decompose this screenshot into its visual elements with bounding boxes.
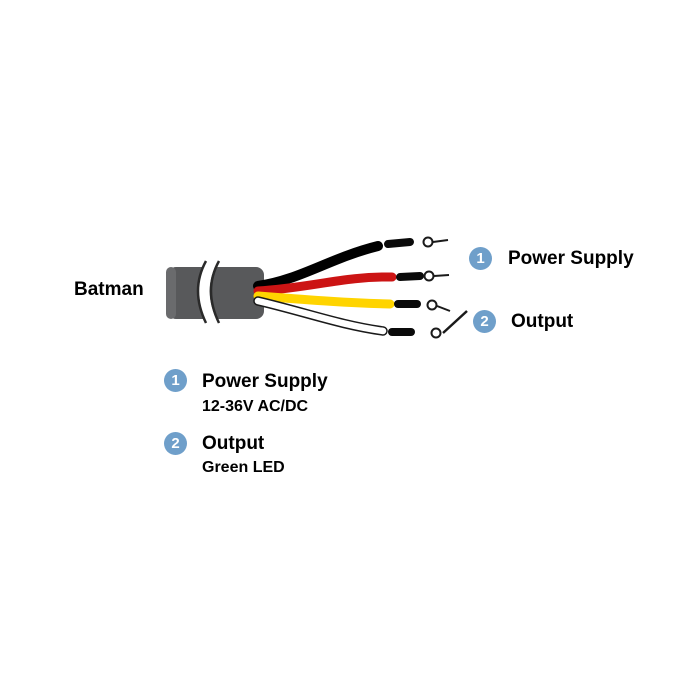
cable-body bbox=[166, 267, 264, 319]
legend-power-supply-subtitle: 12-36V AC/DC bbox=[202, 398, 309, 415]
power-supply-callout-label: Power Supply bbox=[508, 248, 634, 269]
legend-output-title: Output bbox=[202, 433, 265, 454]
legend-output-subtitle: Green LED bbox=[202, 459, 285, 476]
red-wire bbox=[253, 272, 424, 296]
output-callout-badge: 2 bbox=[473, 310, 496, 333]
yellow-wire bbox=[253, 291, 421, 309]
cable-break-icon bbox=[196, 258, 221, 326]
legend-power-supply-badge: 1 bbox=[164, 369, 187, 392]
black-wire bbox=[253, 238, 414, 291]
red-wire-tip bbox=[396, 272, 424, 281]
legend-power-supply-title: Power Supply bbox=[202, 371, 328, 392]
power-terminal-1-icon bbox=[422, 236, 449, 248]
power-supply-callout-badge: 1 bbox=[469, 247, 492, 270]
legend-output-badge: 2 bbox=[164, 432, 187, 455]
output-switch-icon bbox=[426, 299, 468, 339]
black-wire-tip bbox=[384, 238, 414, 248]
output-callout-label: Output bbox=[511, 311, 574, 332]
cable-label: Batman bbox=[74, 279, 144, 300]
white-wire bbox=[253, 296, 415, 336]
power-terminal-2-icon bbox=[423, 270, 450, 282]
